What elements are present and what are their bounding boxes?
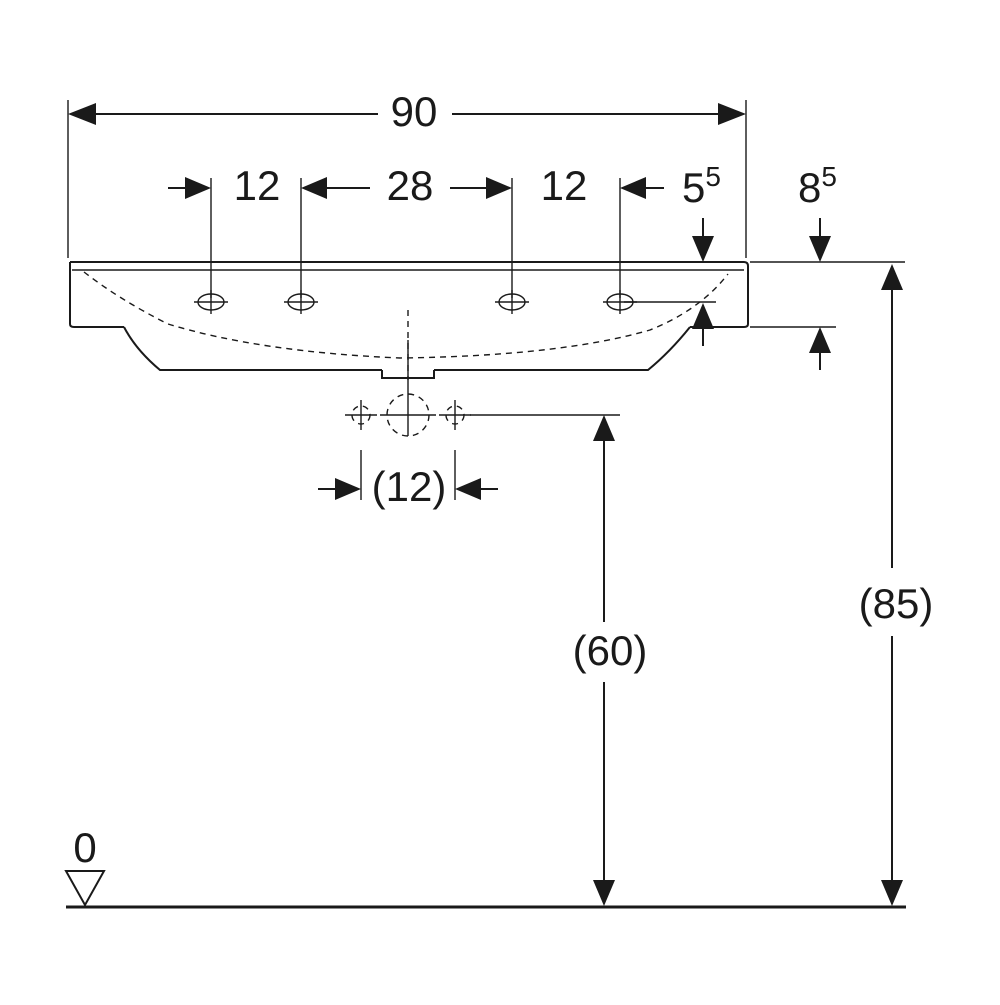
rim-height-label: (85) [859,580,934,627]
rim-offset-dimension: 55 [624,161,721,346]
basin-rim-right [70,261,749,328]
depth-dimension: 85 [750,161,905,370]
middle-spacing-label: 28 [387,162,434,209]
right-spacing-label: 12 [541,162,588,209]
waste-width-dimension: (12) [318,450,498,510]
bowl-left [123,326,382,371]
arrowhead [809,327,831,353]
floor-reference: 0 [64,824,906,909]
basin-rim-left [69,262,124,328]
bowl-hidden-contour [83,271,729,359]
basin-outline [69,261,749,380]
rim-offset-label: 55 [682,161,721,211]
waste-height-dimension: (60) [573,415,648,906]
arrowhead [881,264,903,290]
arrowhead [68,103,96,125]
arrowhead [486,177,512,199]
arrowhead [620,177,646,199]
rim-height-dimension: (85) [859,264,934,906]
arrowhead [593,415,615,441]
arrowhead [335,478,361,500]
waste-height-label: (60) [573,627,648,674]
arrowhead [881,880,903,906]
left-spacing-label: 12 [234,162,281,209]
level-triangle-icon [64,870,106,908]
arrowhead [185,177,211,199]
supply-connection-right [439,400,471,430]
overall-width-label: 90 [391,88,438,135]
tap-hole-marker [194,290,228,314]
tap-hole-spacing-dimensions: 12 28 12 [168,162,664,298]
supply-connection-left [345,400,377,430]
depth-label: 85 [798,161,837,211]
arrowhead [718,103,746,125]
arrowhead [692,303,714,329]
floor-level-label: 0 [73,824,96,871]
tap-hole-marker [495,290,529,314]
tap-hole-marker [284,290,318,314]
waste-width-label: (12) [372,463,447,510]
arrowhead [455,478,481,500]
arrowhead [809,236,831,262]
waste-connection [345,340,620,437]
tap-holes [194,290,637,314]
arrowhead [301,177,327,199]
arrowhead [692,236,714,262]
tap-hole-marker [603,290,637,314]
bowl-right [434,326,691,371]
arrowhead [593,880,615,906]
overall-width-dimension: 90 [67,88,747,258]
